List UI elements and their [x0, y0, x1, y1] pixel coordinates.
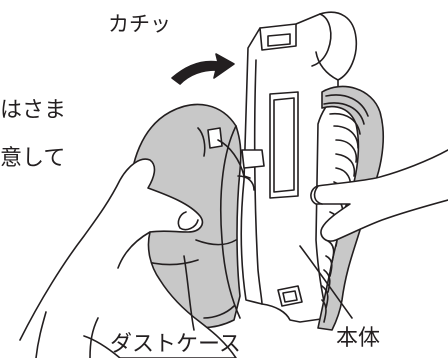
instruction-text-line1: はさま [0, 98, 67, 123]
instruction-text-line2: 意して [0, 146, 66, 171]
dust-case-leader [183, 255, 195, 331]
curved-arrow-icon [171, 53, 235, 85]
right-hand [310, 149, 448, 242]
body-leader [299, 245, 353, 319]
body-window [269, 91, 299, 199]
click-sound-label: カチッ [108, 12, 171, 36]
body-latch [277, 285, 303, 307]
left-hand [19, 158, 237, 358]
dust-case-label: ダストケース [110, 332, 241, 357]
main-body-label: 本体 [336, 326, 381, 351]
